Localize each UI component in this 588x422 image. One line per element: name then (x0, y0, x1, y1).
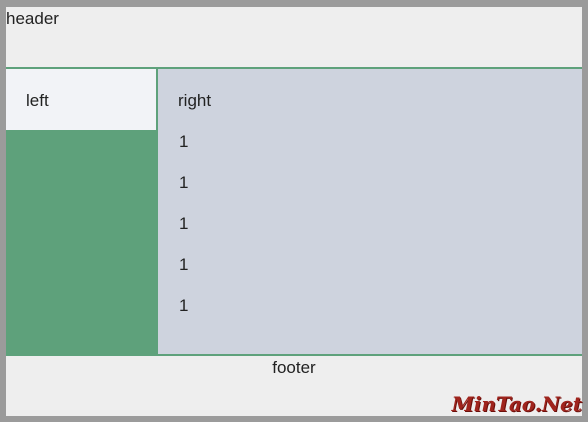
footer-section: footer MinTao.Net (6, 356, 582, 416)
footer-label: footer (272, 358, 316, 377)
header-label: header (6, 9, 59, 28)
list-item: 1 (179, 296, 189, 315)
left-column: left (6, 69, 157, 354)
list-item: 1 (179, 173, 189, 192)
left-label: left (26, 91, 49, 110)
right-column: right 1 1 1 1 1 (158, 69, 582, 354)
watermark: MinTao.Net (451, 392, 582, 416)
left-box: left (6, 69, 156, 130)
list-item: 1 (179, 132, 189, 151)
right-label: right (178, 91, 212, 110)
main-section: left right 1 1 1 1 1 (6, 67, 582, 356)
list-item: 1 (179, 255, 189, 274)
right-item-list: 1 1 1 1 1 (179, 132, 188, 337)
header-section: header (6, 7, 582, 67)
list-item: 1 (179, 214, 189, 233)
page-frame: header left right 1 1 1 1 1 footer MinTa… (6, 7, 582, 416)
